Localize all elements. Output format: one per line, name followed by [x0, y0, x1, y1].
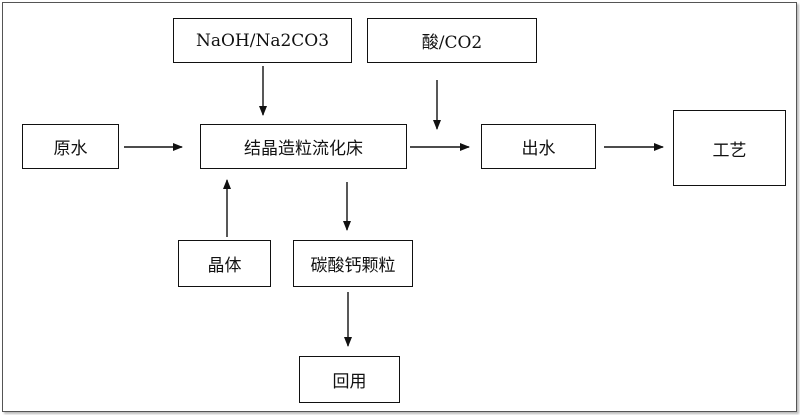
- effluent-box: 出水: [481, 124, 596, 169]
- fluidized-bed-label: 结晶造粒流化床: [244, 139, 363, 159]
- calcium-carbonate-box: 碳酸钙颗粒: [293, 240, 413, 287]
- process-box: 工艺: [673, 110, 786, 186]
- reagent-label: NaOH/Na2CO3: [195, 30, 330, 51]
- reagent-box: NaOH/Na2CO3: [173, 18, 352, 63]
- acid-box: 酸/CO2: [367, 18, 537, 63]
- reuse-box: 回用: [299, 356, 400, 403]
- raw-water-box: 原水: [22, 124, 119, 169]
- effluent-label: 出水: [521, 139, 556, 159]
- seed-crystal-box: 晶体: [178, 240, 271, 287]
- fluidized-bed-box: 结晶造粒流化床: [200, 124, 407, 169]
- process-label: 工艺: [712, 140, 747, 161]
- acid-label: 酸/CO2: [421, 33, 483, 53]
- calcium-carbonate-label: 碳酸钙颗粒: [310, 256, 396, 276]
- seed-crystal-label: 晶体: [207, 256, 242, 276]
- reuse-label: 回用: [332, 372, 367, 392]
- raw-water-label: 原水: [53, 139, 88, 159]
